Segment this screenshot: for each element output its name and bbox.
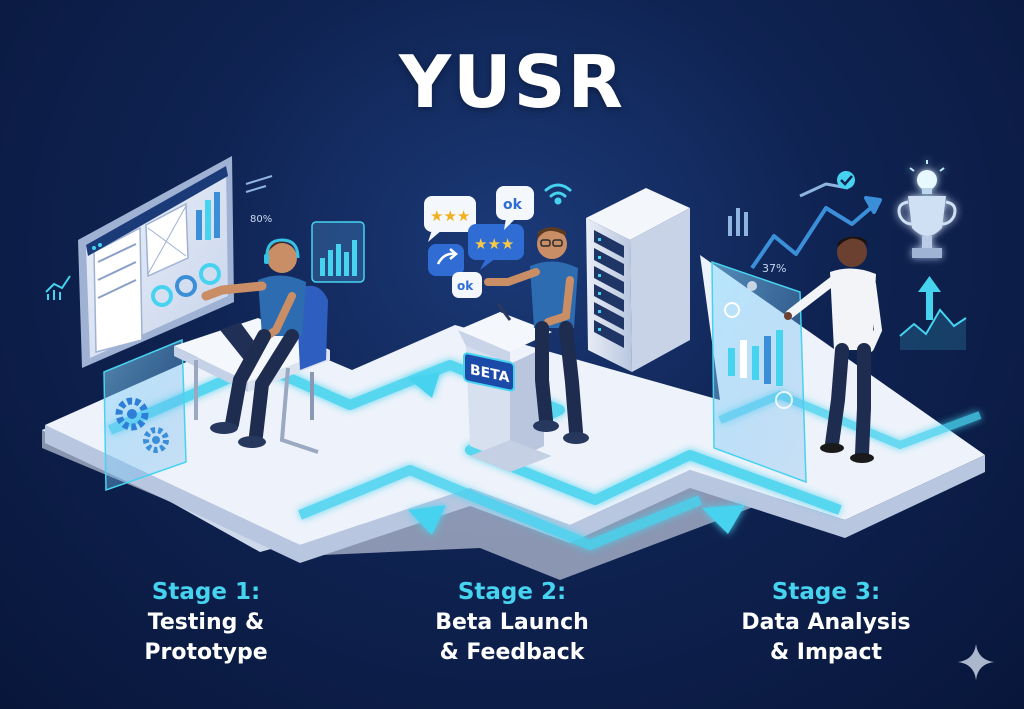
stage-2-step: Stage 2: (457, 579, 567, 605)
gear-icon (103, 338, 187, 492)
stage-2-title-line-2: & Feedback (439, 640, 585, 665)
trophy-icon (897, 196, 957, 258)
check-icon (837, 171, 855, 189)
stage-1-title-line-1: Testing & (147, 610, 265, 635)
stage-2-caption: Stage 2: Beta Launch & Feedback (362, 576, 662, 668)
stage-1-caption: Stage 1: Testing & Prototype (56, 576, 356, 668)
wireframe-monitor (78, 156, 234, 368)
stat-label-37: 37% (762, 262, 786, 275)
stage-3-caption: Stage 3: Data Analysis & Impact (676, 576, 976, 668)
server-icon (586, 188, 690, 372)
stat-readout: 80% (245, 175, 273, 225)
floating-chart-icon (45, 275, 71, 300)
stage-2-scene: ★★★ ★★★ ok ok (424, 183, 690, 472)
stage-3-title-line-1: Data Analysis (741, 610, 911, 635)
up-arrow-icon (918, 276, 941, 320)
data-dashboard-panel (711, 260, 807, 484)
wifi-icon (544, 183, 572, 205)
rating-bubble: ★★★ (468, 224, 524, 270)
presenter-figure (484, 227, 589, 444)
lightbulb-icon (909, 160, 945, 194)
feedback-bubble: ok (452, 272, 482, 298)
flow-arrow-icon (408, 372, 745, 535)
ok-label: ok (503, 197, 523, 213)
line-chart-icon (899, 308, 967, 350)
stage-3-scene: 37% (711, 160, 967, 484)
star-icon: ★★★ (474, 236, 514, 253)
share-bubble (428, 244, 464, 276)
stage-3-step: Stage 3: (771, 579, 881, 605)
stage-1-step: Stage 1: (151, 579, 261, 605)
rating-bubble: ★★★ (424, 196, 476, 242)
ok-label: ok (457, 279, 474, 293)
analyst-figure (784, 236, 883, 463)
developer-figure (201, 238, 306, 448)
stat-label-80: 80% (250, 214, 272, 225)
stage-3-title-line-2: & Impact (769, 640, 883, 665)
stage-1-title-line-2: Prototype (144, 640, 268, 665)
page-title: YUSR (399, 40, 625, 124)
stage-2-title-line-1: Beta Launch (435, 610, 589, 635)
sparkle-icon (958, 644, 994, 680)
mini-bars (728, 208, 748, 236)
feedback-bubble: ok (496, 186, 534, 230)
mini-bar-panel (311, 221, 365, 283)
star-icon: ★★★ (430, 208, 470, 225)
stage-1-scene: 80% (45, 156, 365, 492)
